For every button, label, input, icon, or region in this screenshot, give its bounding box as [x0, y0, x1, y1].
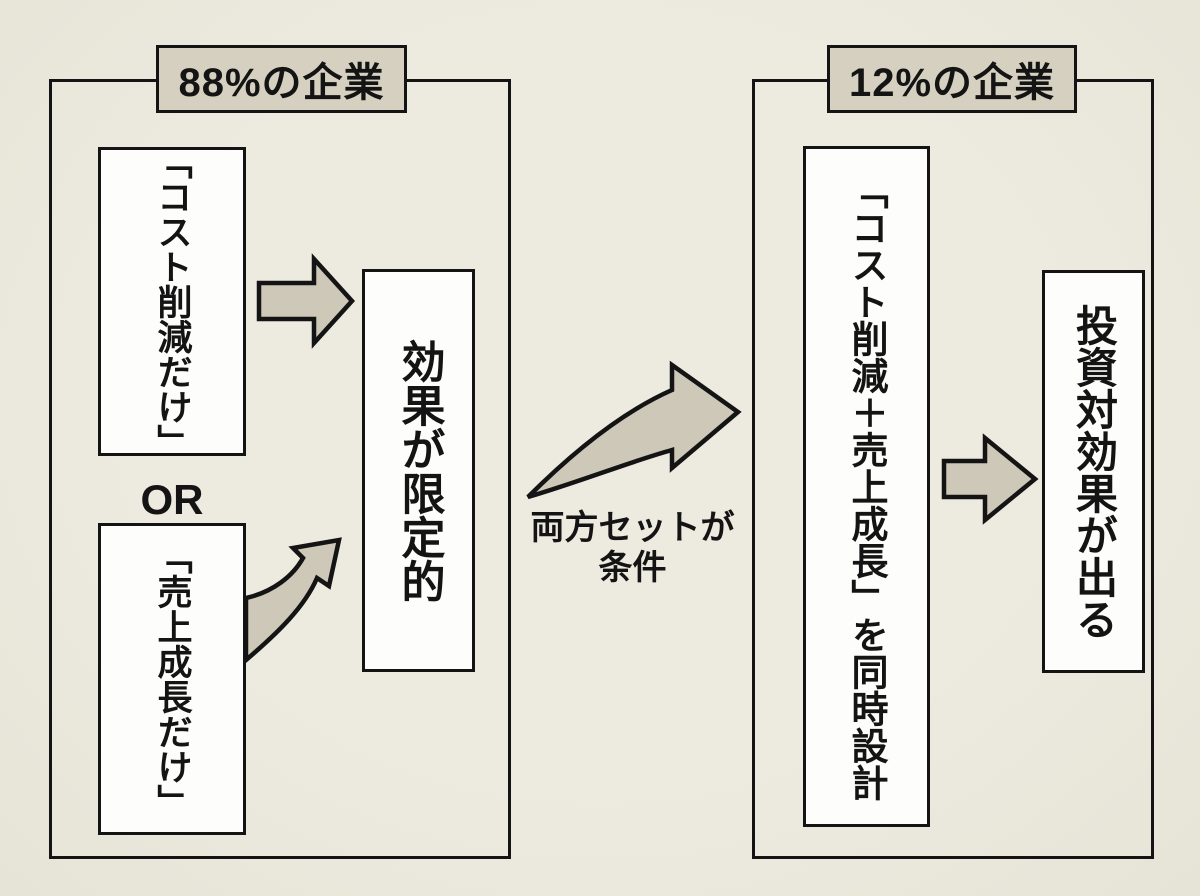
simultaneous-design-label: 「コスト削減＋売上成長」を同時設計: [846, 172, 887, 801]
limited-effect-box: 効果が限定的: [362, 269, 475, 672]
both-set-caption: 両方セットが 条件: [505, 508, 760, 588]
big-swoosh-arrow-right-icon: [526, 360, 742, 500]
cost-only-box: 「コスト削減だけ」: [98, 144, 246, 459]
simultaneous-design-box: 「コスト削減＋売上成長」を同時設計: [803, 146, 930, 827]
or-label: OR: [140, 476, 204, 523]
limited-effect-label: 効果が限定的: [394, 338, 444, 603]
arrow-right-icon: [256, 253, 356, 349]
left-group-header: 88%の企業: [156, 45, 407, 113]
right-group-header: 12%の企業: [827, 45, 1077, 113]
both-set-caption-line1: 両方セットが: [530, 509, 735, 547]
both-set-caption-line2: 条件: [598, 549, 667, 588]
roi-box: 投資対効果が出る: [1042, 270, 1145, 673]
curved-arrow-up-right-icon: [243, 537, 342, 665]
sales-only-box: 「売上成長だけ」: [98, 523, 246, 835]
roi-label: 投資対効果が出る: [1070, 303, 1118, 640]
right-header-label: 12%の企業: [848, 61, 1056, 105]
cost-only-label: 「コスト削減だけ」: [152, 144, 192, 459]
arrow-right-icon: [941, 433, 1039, 525]
sales-only-label: 「売上成長だけ」: [152, 539, 192, 819]
left-header-label: 88%の企業: [178, 61, 385, 105]
